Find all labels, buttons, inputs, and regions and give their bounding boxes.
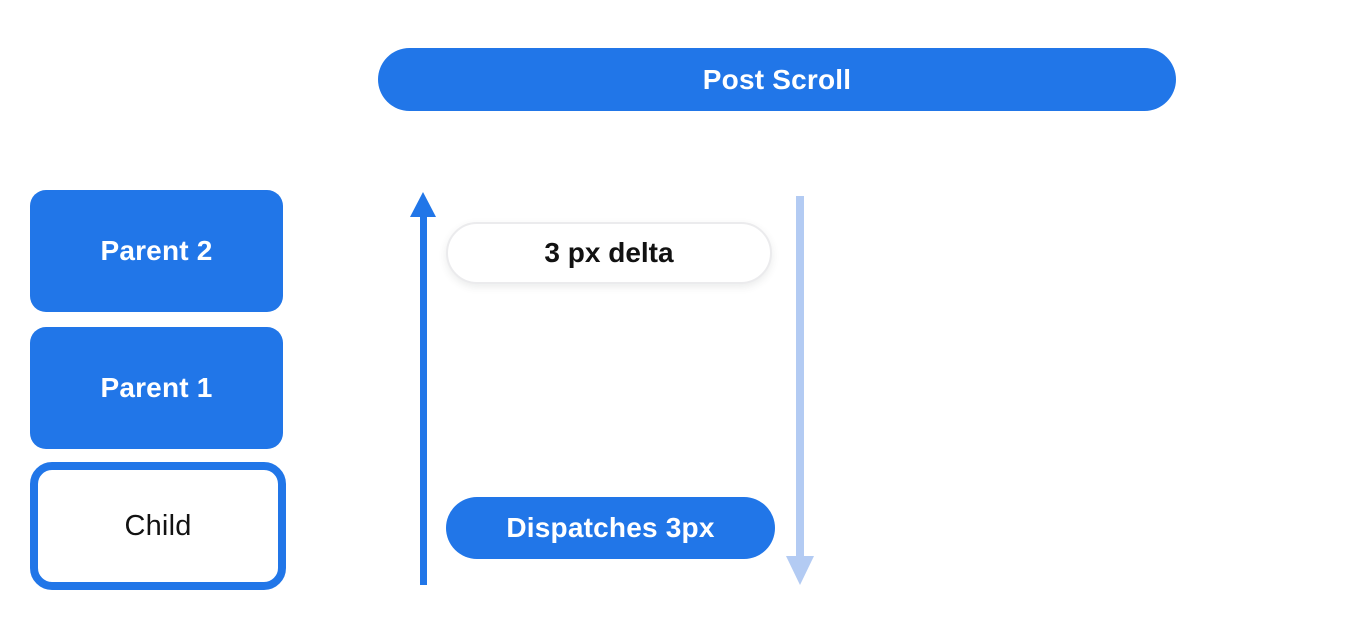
post-scroll-title-label: Post Scroll <box>702 63 852 95</box>
up-arrow-head <box>410 192 436 217</box>
down-arrow-shaft <box>796 196 804 557</box>
node-parent-2: Parent 2 <box>30 190 283 312</box>
dispatch-label: Dispatches 3px <box>506 512 715 543</box>
node-parent-1: Parent 1 <box>30 327 283 449</box>
up-arrow-icon <box>410 192 437 585</box>
up-arrow-shaft <box>420 214 427 585</box>
delta-label-pill: 3 px delta <box>446 222 772 284</box>
node-child: Child <box>30 462 286 590</box>
delta-label: 3 px delta <box>544 237 674 268</box>
node-parent-2-label: Parent 2 <box>100 235 213 266</box>
node-child-label: Child <box>124 509 192 542</box>
post-scroll-title-pill: Post Scroll <box>378 48 1176 111</box>
down-arrow-head <box>786 556 814 585</box>
node-parent-1-label: Parent 1 <box>100 372 213 403</box>
dispatch-label-pill: Dispatches 3px <box>446 497 775 559</box>
down-arrow-icon <box>786 196 814 585</box>
